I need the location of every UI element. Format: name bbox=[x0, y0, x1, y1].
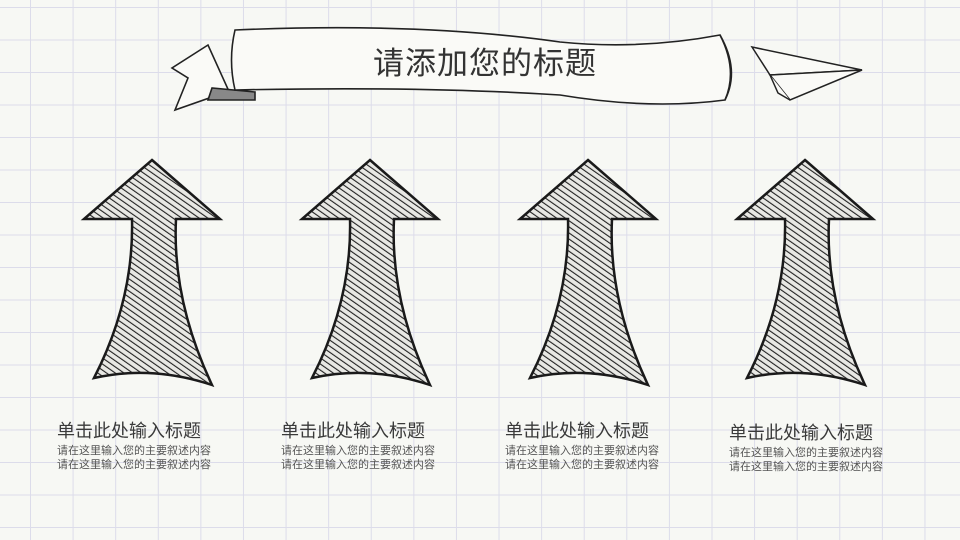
item-description[interactable]: 请在这里输入您的主要叙述内容 bbox=[281, 444, 435, 457]
up-arrow-icon bbox=[80, 158, 224, 388]
item-heading[interactable]: 单击此处输入标题 bbox=[57, 421, 201, 442]
paper-plane-icon bbox=[750, 45, 863, 101]
item-heading[interactable]: 单击此处输入标题 bbox=[505, 421, 649, 442]
up-arrow-icon bbox=[733, 158, 877, 388]
text-block: 单击此处输入标题 请在这里输入您的主要叙述内容 请在这里输入您的主要叙述内容 bbox=[505, 420, 705, 472]
slide-title: 请添加您的标题 bbox=[373, 46, 597, 82]
text-block: 单击此处输入标题 请在这里输入您的主要叙述内容 请在这里输入您的主要叙述内容 bbox=[57, 420, 257, 472]
item-description[interactable]: 请在这里输入您的主要叙述内容 bbox=[505, 444, 659, 457]
item-description[interactable]: 请在这里输入您的主要叙述内容 bbox=[729, 446, 883, 459]
item-description[interactable]: 请在这里输入您的主要叙述内容 bbox=[729, 460, 883, 473]
text-block: 单击此处输入标题 请在这里输入您的主要叙述内容 请在这里输入您的主要叙述内容 bbox=[281, 420, 481, 472]
item-heading[interactable]: 单击此处输入标题 bbox=[729, 423, 873, 444]
up-arrow-icon bbox=[298, 158, 442, 388]
item-description[interactable]: 请在这里输入您的主要叙述内容 bbox=[57, 458, 211, 471]
item-heading[interactable]: 单击此处输入标题 bbox=[281, 421, 425, 442]
text-block: 单击此处输入标题 请在这里输入您的主要叙述内容 请在这里输入您的主要叙述内容 bbox=[729, 422, 929, 474]
up-arrow-icon bbox=[516, 158, 660, 388]
item-description[interactable]: 请在这里输入您的主要叙述内容 bbox=[57, 444, 211, 457]
ribbon-banner-icon bbox=[170, 26, 733, 112]
item-description[interactable]: 请在这里输入您的主要叙述内容 bbox=[505, 458, 659, 471]
item-description[interactable]: 请在这里输入您的主要叙述内容 bbox=[281, 458, 435, 471]
